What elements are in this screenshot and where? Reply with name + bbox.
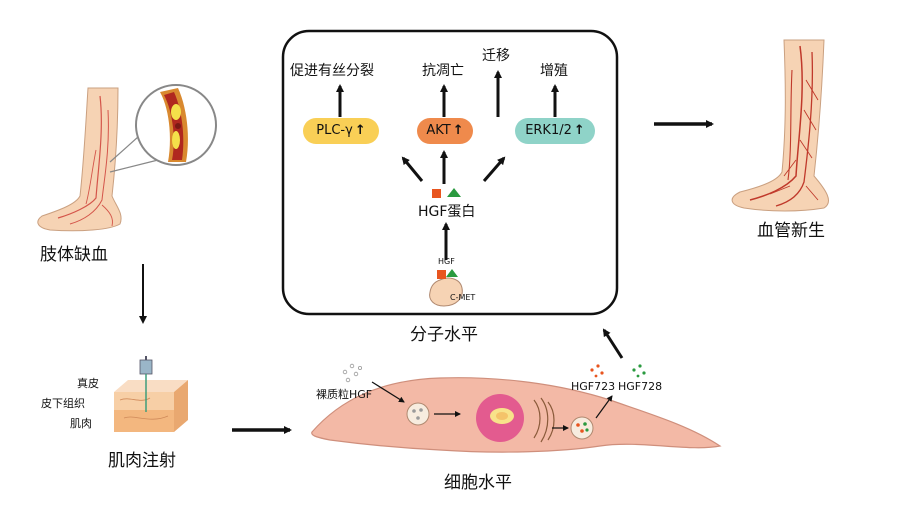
skin-layer-dermis: 真皮 [77, 377, 99, 390]
erk-text: ERK1/2 [525, 123, 572, 138]
akt-label: AKT↑ [417, 123, 473, 138]
arrow-hgf-to-erk [482, 156, 506, 182]
akt-pill [417, 118, 473, 144]
intramuscular-injection-label: 肌肉注射 [108, 451, 176, 471]
outcome-anti-apoptosis: 抗凋亡 [422, 63, 464, 79]
hgf-square-marker [432, 189, 441, 198]
plc-gamma-text: PLC-γ [316, 123, 353, 138]
outcome-mitosis: 促进有丝分裂 [290, 63, 374, 79]
erk-pill [515, 118, 595, 144]
arrow-to-molecular-level [602, 328, 624, 359]
plc-gamma-label: PLC-γ↑ [303, 123, 379, 138]
outcome-growth: 增殖 [540, 63, 568, 79]
skin-layers-illustration [114, 356, 188, 432]
skin-layer-muscle: 肌肉 [70, 417, 92, 430]
plasmid-particles [342, 363, 362, 383]
plc-pill [303, 118, 379, 144]
cmet-receptor-icon [429, 277, 463, 307]
hgf-triangle-marker [447, 188, 461, 197]
hgf728-dots [632, 364, 646, 378]
molecular-level-box [281, 29, 619, 316]
receptor-hgf-triangle [446, 269, 458, 277]
cellular-level-label: 细胞水平 [444, 473, 512, 493]
hgf-protein-label: HGF蛋白 [418, 204, 476, 220]
hgf728-label: HGF728 [618, 380, 663, 393]
hgf723-label: HGF723 [571, 380, 616, 393]
hgf723-dots [590, 364, 604, 378]
receptor-hgf-label: HGF [438, 257, 455, 266]
cmet-label: C-MET [450, 293, 476, 302]
plc-up-arrow-icon: ↑ [354, 123, 366, 138]
arrow-hgf-to-plc [401, 156, 424, 182]
akt-text: AKT [426, 123, 451, 138]
receptor-hgf-square [437, 270, 446, 279]
arrow-plasmid-entry [371, 381, 405, 403]
molecular-level-label: 分子水平 [410, 325, 478, 345]
outcome-migration: 迁移 [482, 48, 510, 64]
angiogenesis-label: 血管新生 [757, 221, 825, 241]
naked-plasmid-label: 裸质粒HGF [316, 388, 373, 401]
erk-label: ERK1/2↑ [515, 123, 595, 138]
arrow-secretion [595, 395, 613, 419]
cell-illustration [311, 377, 722, 453]
skin-layer-subcutis: 皮下组织 [41, 397, 85, 410]
limb-ischemia-label: 肢体缺血 [40, 245, 108, 265]
erk-up-arrow-icon: ↑ [573, 123, 585, 138]
akt-up-arrow-icon: ↑ [452, 123, 464, 138]
ischemic-leg-illustration [37, 84, 217, 232]
revascularized-leg-illustration [731, 39, 829, 212]
